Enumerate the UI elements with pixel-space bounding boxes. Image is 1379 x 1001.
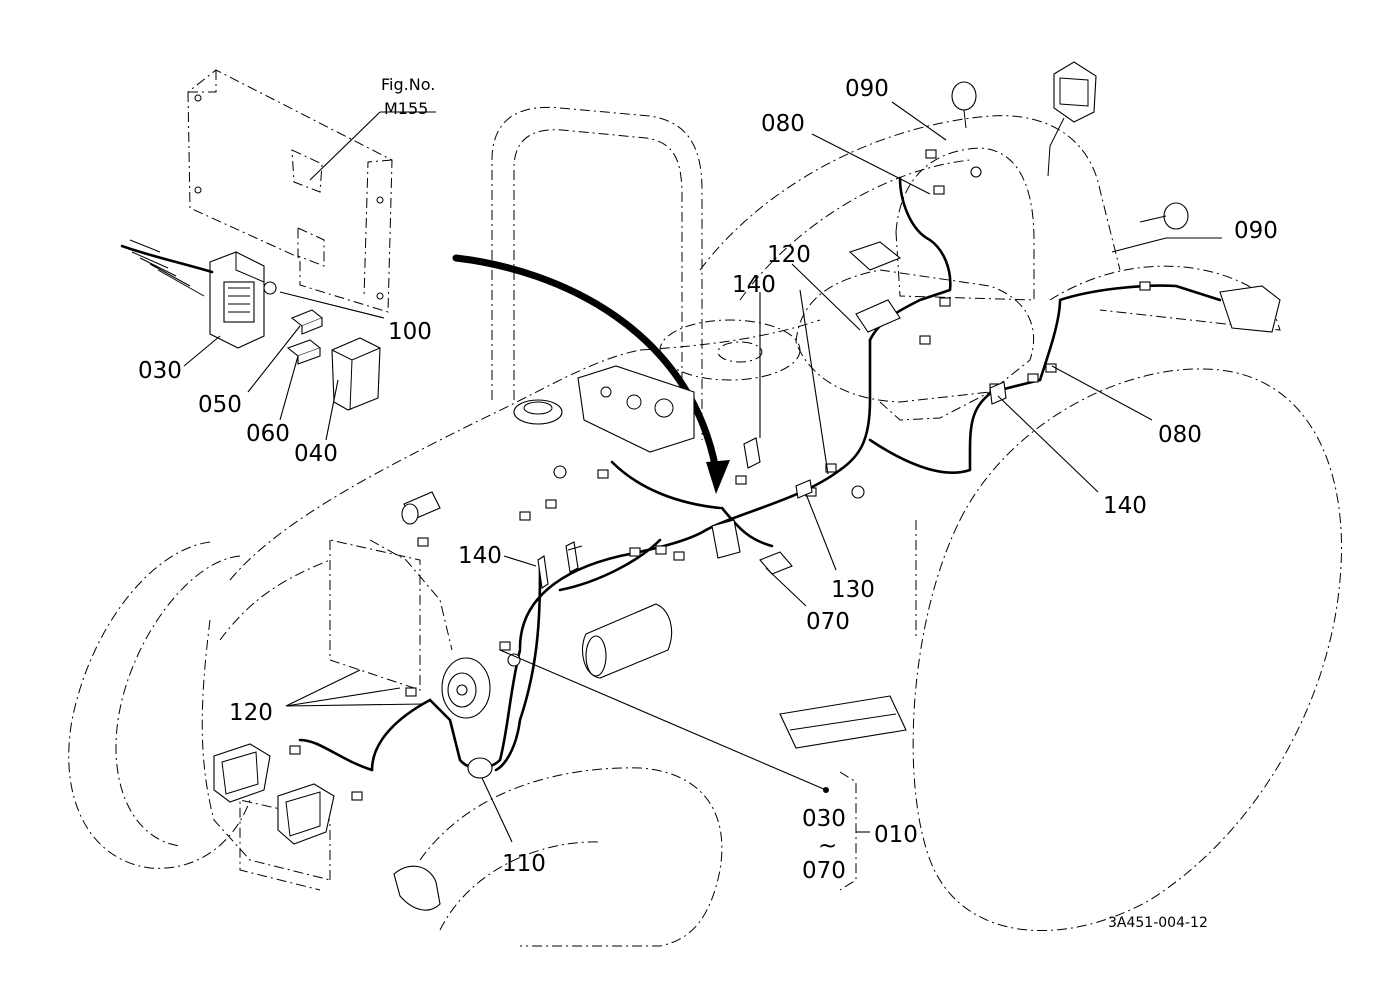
- fuse-box-bracket: [187, 69, 393, 313]
- callout-030: 030: [138, 358, 182, 384]
- callout-070: 070: [806, 609, 850, 635]
- callout-120-front: 120: [229, 700, 273, 726]
- fuse-cover-040: [331, 337, 381, 411]
- front-tyre-right: [419, 767, 723, 947]
- step-plate: [779, 695, 907, 749]
- operator-seat: [795, 147, 1035, 421]
- rear-lamp: [1219, 285, 1281, 333]
- leader-lines: [183, 101, 1222, 891]
- fuse-060: [286, 339, 322, 365]
- location-arrow: [452, 254, 730, 494]
- ground-clip-110: [467, 757, 493, 779]
- callout-010: 010: [874, 822, 918, 848]
- head-lamp-left: [213, 743, 271, 803]
- tractor-hood: [201, 319, 821, 891]
- rops-frame: [491, 106, 703, 440]
- callout-030-bracket: 030: [802, 806, 846, 832]
- steering-wheel: [659, 319, 801, 381]
- connector-070: [759, 551, 793, 575]
- callout-040: 040: [294, 441, 338, 467]
- dashboard-panel: [577, 365, 695, 453]
- callout-090-top: 090: [845, 76, 889, 102]
- main-harness: [298, 176, 1222, 772]
- rear-fender: [699, 115, 1121, 301]
- callout-120-seat: 120: [767, 242, 811, 268]
- callout-090-right: 090: [1234, 218, 1278, 244]
- seat-switch-area: [848, 241, 902, 333]
- rear-tyre: [912, 265, 1342, 932]
- callout-140-right: 140: [1103, 493, 1147, 519]
- drawing-id: 3A451-004-12: [1108, 915, 1208, 931]
- switch-140-seat: [743, 437, 761, 469]
- callout-080-right: 080: [1158, 422, 1202, 448]
- callout-tilde: ~: [818, 833, 837, 859]
- callout-060: 060: [246, 421, 290, 447]
- front-axle: [393, 865, 441, 911]
- switch-140-right: [989, 381, 1007, 405]
- fuse-box-030: [120, 239, 277, 349]
- front-tyre-left: [68, 541, 251, 869]
- alternator: [441, 657, 491, 719]
- head-lamp-right: [277, 783, 335, 845]
- fuse-050: [290, 309, 324, 335]
- callout-080-top: 080: [761, 111, 805, 137]
- callout-140-seat: 140: [732, 272, 776, 298]
- head-lamp-rops: [1047, 61, 1097, 177]
- starter-motor: [582, 603, 673, 679]
- callout-100: 100: [388, 319, 432, 345]
- callout-130: 130: [831, 577, 875, 603]
- fuel-tank-cap: [513, 399, 563, 425]
- work-light-left: [951, 81, 977, 129]
- work-light-right: [1139, 202, 1189, 230]
- fig-no-label: Fig.No.: [381, 75, 435, 94]
- callout-140-engine: 140: [458, 543, 502, 569]
- sensor-140-engine: [537, 541, 579, 589]
- bracket-130: [795, 479, 813, 499]
- callout-110: 110: [502, 851, 546, 877]
- fuel-sender: [401, 491, 441, 525]
- radiator: [329, 539, 453, 691]
- fig-no-value: M155: [384, 99, 428, 118]
- callout-070-bracket: 070: [802, 858, 846, 884]
- callout-050: 050: [198, 392, 242, 418]
- glow-relay: [711, 519, 741, 559]
